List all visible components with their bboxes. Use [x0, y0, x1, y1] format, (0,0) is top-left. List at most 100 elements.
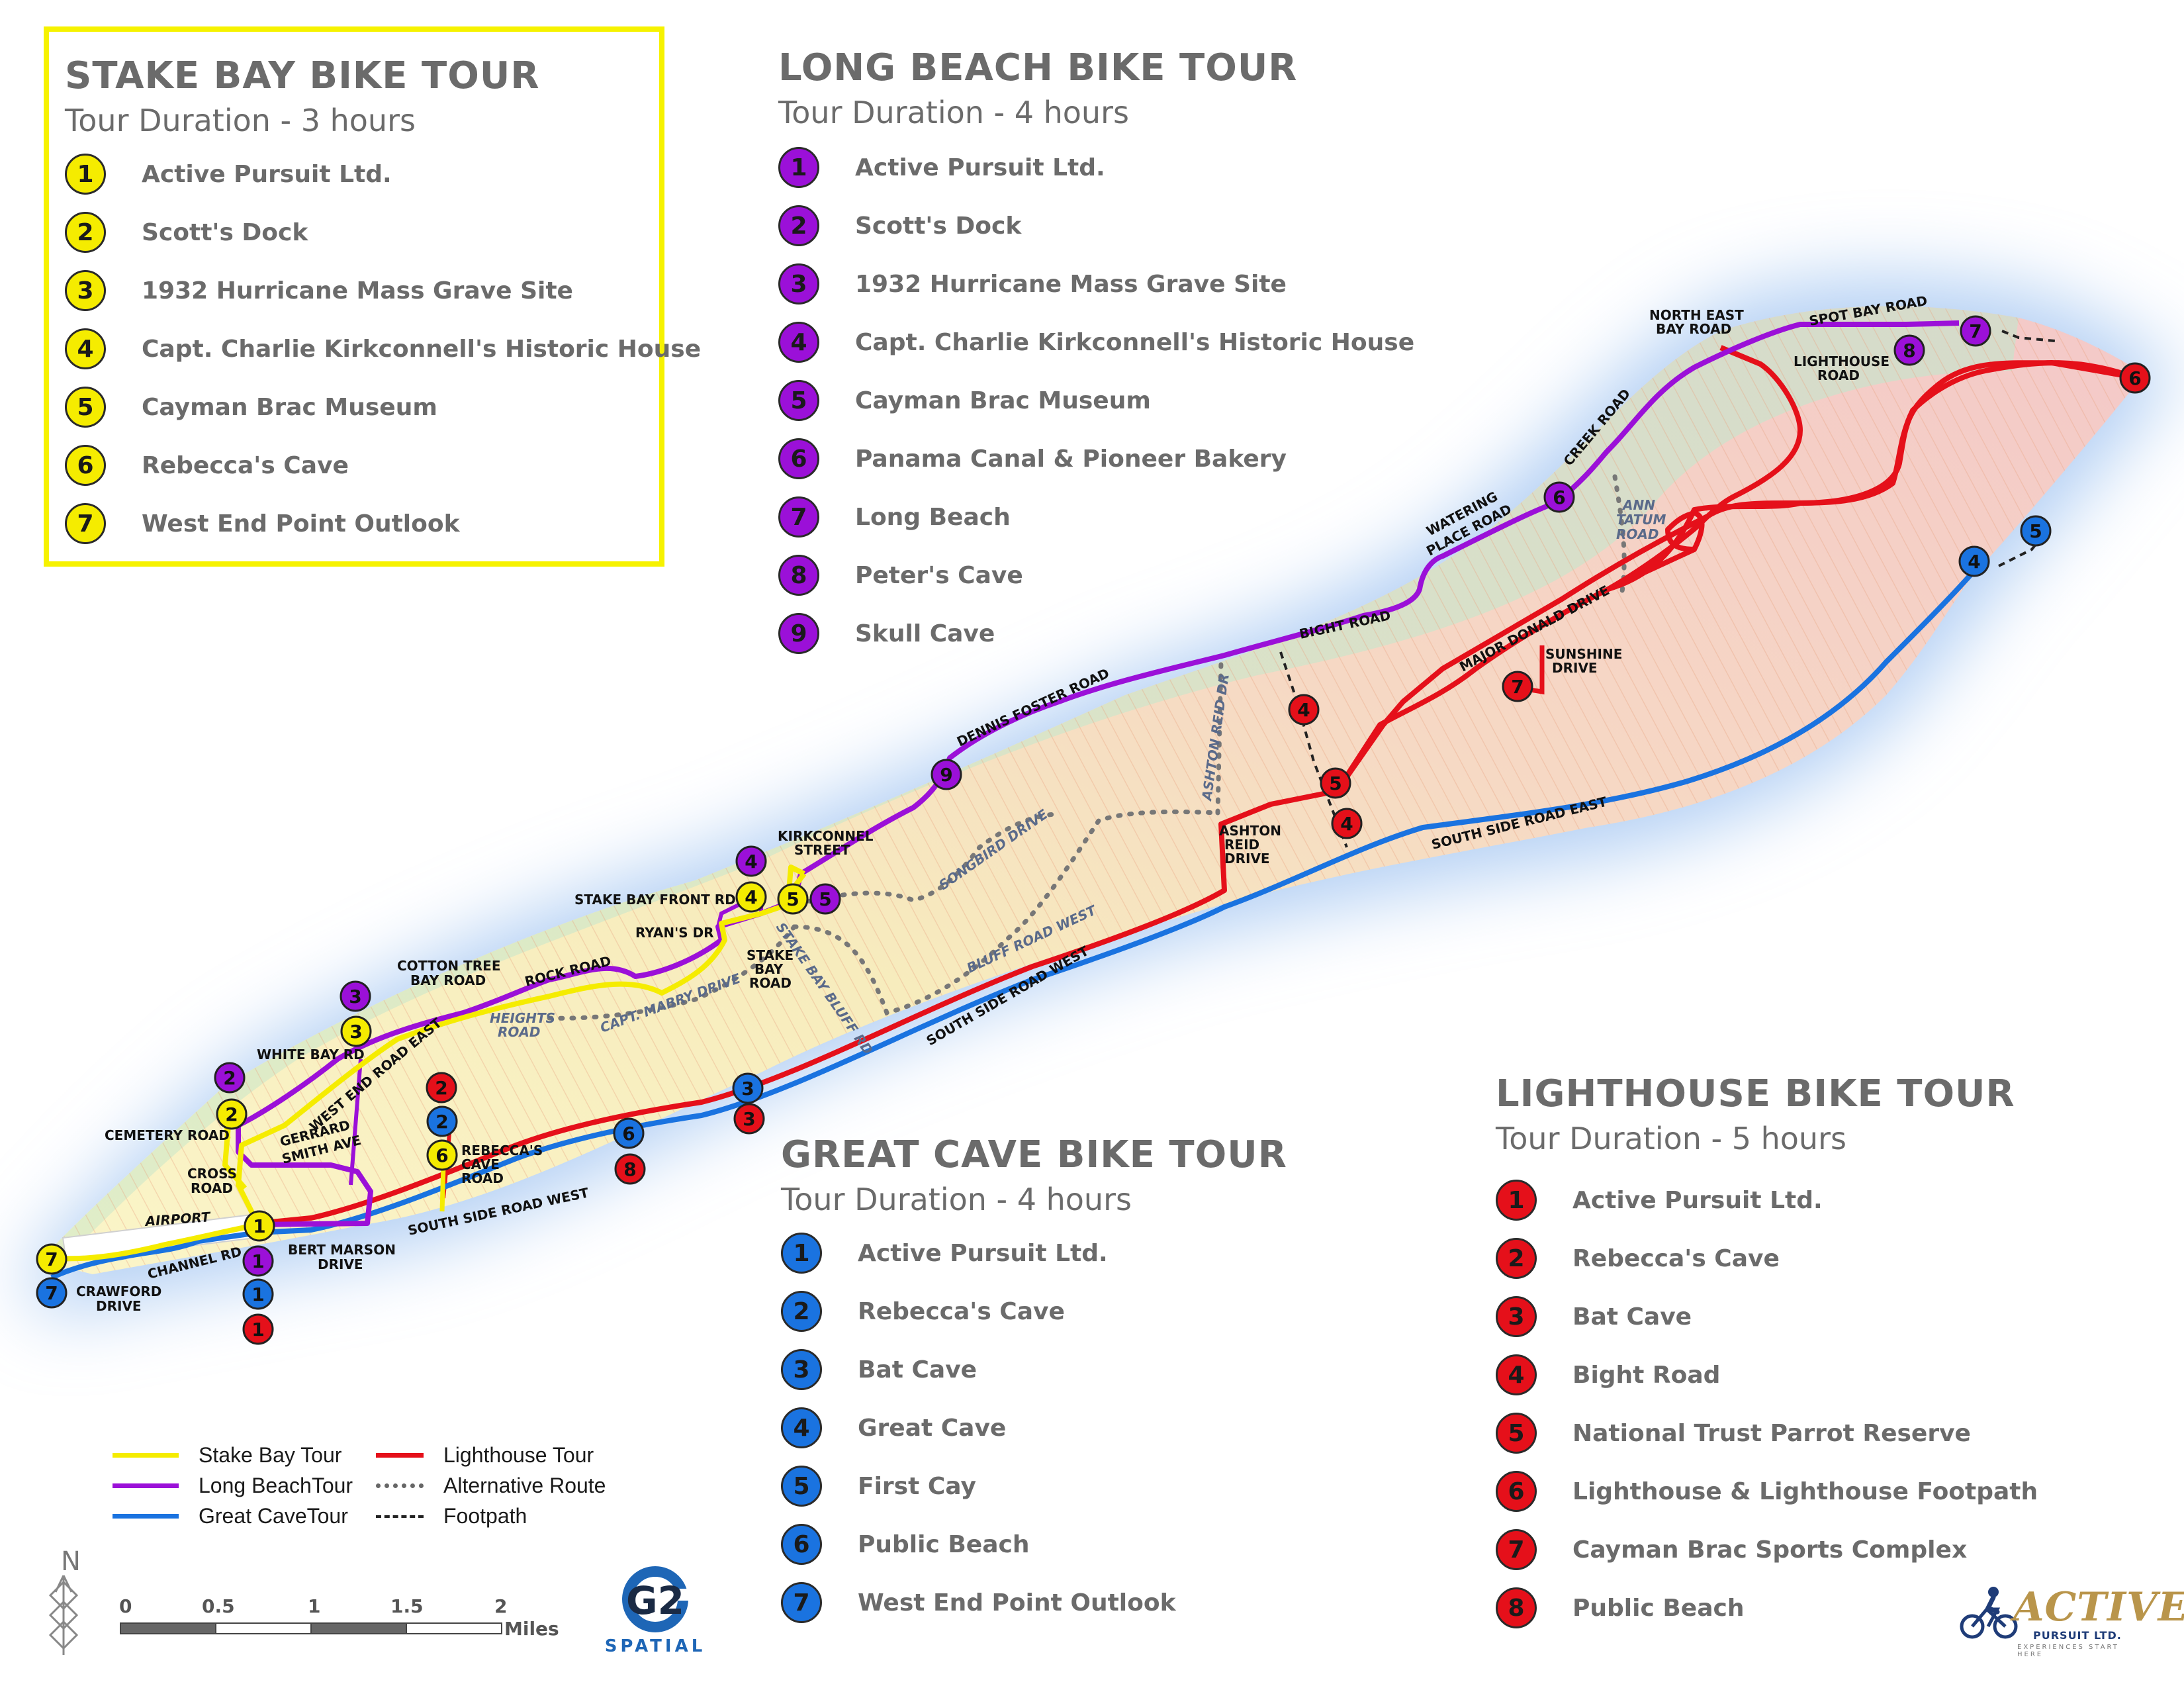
stop-number-badge: 4	[778, 322, 819, 363]
map-marker-number: 5	[786, 888, 799, 910]
active-pursuit-logo: ACTIVE PURSUIT LTD. EXPERIENCES START HE…	[1959, 1579, 2184, 1658]
stop-number-badge: 6	[65, 445, 106, 486]
label-crawford-1: CRAWFORD	[76, 1284, 161, 1299]
stop-number-badge: 7	[778, 496, 819, 538]
map-marker-circle	[242, 1245, 274, 1277]
stake-bay-duration: Tour Duration - 3 hours	[65, 103, 416, 138]
label-heights-1: HEIGHTS	[490, 1010, 555, 1026]
stop-number-badge: 7	[1496, 1529, 1537, 1570]
label-stake-bay-road-1: STAKE	[747, 947, 794, 963]
label-cotton-tree-2: BAY ROAD	[410, 972, 486, 988]
label-kirkconnel-1: KIRKCONNEL	[778, 828, 874, 844]
map-marker-lighthouse-7: 7	[1502, 671, 1533, 702]
stake-bay-title: STAKE BAY BIKE TOUR	[65, 54, 540, 97]
scale-units: Miles	[504, 1618, 559, 1640]
scale-tick-0: 0	[119, 1595, 132, 1617]
lighthouse-duration: Tour Duration - 5 hours	[1496, 1121, 1846, 1156]
label-heights-2: ROAD	[498, 1024, 540, 1040]
map-marker-circle	[36, 1243, 68, 1275]
map-marker-number: 2	[435, 1111, 448, 1133]
stop-label: West End Point Outlook	[858, 1589, 1176, 1617]
label-lighthouse-road-2: ROAD	[1817, 367, 1860, 383]
label-north-east-1: NORTH EAST	[1649, 307, 1744, 323]
legend-great-cave: Great CaveTour	[113, 1504, 348, 1528]
stop-number-badge: 3	[65, 270, 106, 311]
map-marker-number: 8	[623, 1158, 636, 1180]
label-lighthouse-road-1: LIGHTHOUSE	[1794, 353, 1889, 369]
lighthouse-title: LIGHTHOUSE BIKE TOUR	[1496, 1072, 2015, 1115]
map-marker-stake-bay-6: 6	[426, 1139, 458, 1171]
label-stake-bay-front: STAKE BAY FRONT RD	[574, 892, 736, 908]
long-beach-panel: LONG BEACH BIKE TOUR Tour Duration - 4 h…	[778, 46, 1414, 663]
stop-number-badge: 1	[778, 147, 819, 188]
map-marker-circle	[777, 883, 809, 915]
map-marker-number: 4	[745, 886, 757, 908]
tour-stop: 7 Cayman Brac Sports Complex	[1496, 1521, 2038, 1579]
map-marker-long-beach-5: 5	[809, 883, 841, 915]
map-marker-long-beach-8: 8	[1893, 334, 1925, 366]
map-marker-number: 7	[45, 1282, 58, 1304]
map-marker-lighthouse-3: 3	[733, 1103, 765, 1135]
long-beach-title: LONG BEACH BIKE TOUR	[778, 46, 1298, 89]
map-marker-long-beach-9: 9	[931, 759, 962, 790]
label-ashton-reid-3: DRIVE	[1224, 851, 1270, 867]
active-name: ACTIVE	[2013, 1584, 2184, 1630]
scale-tick-1: 0.5	[202, 1595, 235, 1617]
map-marker-stake-bay-3: 3	[340, 1015, 372, 1047]
stop-label: Cayman Brac Museum	[142, 393, 437, 421]
label-cotton-tree-1: COTTON TREE	[397, 958, 501, 974]
stop-number-badge: 3	[781, 1349, 822, 1390]
map-marker-circle	[1502, 671, 1533, 702]
stop-label: Bat Cave	[858, 1356, 978, 1383]
legend-alternative-label: Alternative Route	[443, 1474, 606, 1497]
stop-label: Active Pursuit Ltd.	[142, 160, 392, 188]
stop-label: Scott's Dock	[855, 212, 1022, 240]
label-kirkconnel-2: STREET	[794, 842, 850, 858]
map-marker-lighthouse-6: 6	[2119, 362, 2151, 394]
north-arrow-icon: N	[44, 1542, 103, 1665]
map-marker-great-cave-1: 1	[242, 1278, 274, 1310]
stop-label: Capt. Charlie Kirkconnell's Historic Hou…	[855, 328, 1415, 356]
map-marker-great-cave-6: 6	[613, 1117, 645, 1149]
map-marker-number: 6	[2128, 367, 2141, 389]
map-marker-number: 3	[741, 1078, 754, 1100]
label-ashton-reid-1: ASHTON	[1219, 823, 1281, 839]
stop-label: Cayman Brac Sports Complex	[1572, 1536, 1968, 1564]
label-sunshine-1: SUNSHINE	[1545, 646, 1622, 662]
stop-number-badge: 5	[781, 1466, 822, 1507]
legend-great-cave-label: Great CaveTour	[199, 1504, 348, 1528]
tour-stop: 4 Capt. Charlie Kirkconnell's Historic Ho…	[778, 313, 1414, 371]
map-marker-stake-bay-4: 4	[735, 881, 767, 913]
long-beach-duration: Tour Duration - 4 hours	[778, 95, 1129, 130]
label-ashton-reid-2: REID	[1224, 837, 1259, 853]
map-marker-circle	[735, 845, 767, 877]
scale-bar-graphic	[120, 1622, 502, 1634]
map-marker-lighthouse-5: 5	[1320, 767, 1351, 799]
stop-number-badge: 2	[65, 212, 106, 253]
g2-spatial-logo: G2 SPATIAL	[589, 1562, 721, 1662]
legend-stake-bay-label: Stake Bay Tour	[199, 1443, 342, 1467]
label-ann-tatum-3: ROAD	[1616, 526, 1659, 542]
great-cave-duration: Tour Duration - 4 hours	[781, 1182, 1132, 1217]
stop-label: Public Beach	[858, 1530, 1030, 1558]
map-marker-long-beach-7: 7	[1960, 315, 1991, 347]
stop-number-badge: 4	[65, 328, 106, 369]
map-marker-circle	[426, 1139, 458, 1171]
map-marker-number: 6	[622, 1123, 635, 1145]
legend-stake-bay: Stake Bay Tour	[113, 1443, 341, 1468]
map-marker-circle	[1331, 808, 1363, 839]
map-marker-number: 3	[349, 1021, 362, 1043]
map-marker-long-beach-3: 3	[340, 980, 371, 1012]
map-marker-circle	[2119, 362, 2151, 394]
